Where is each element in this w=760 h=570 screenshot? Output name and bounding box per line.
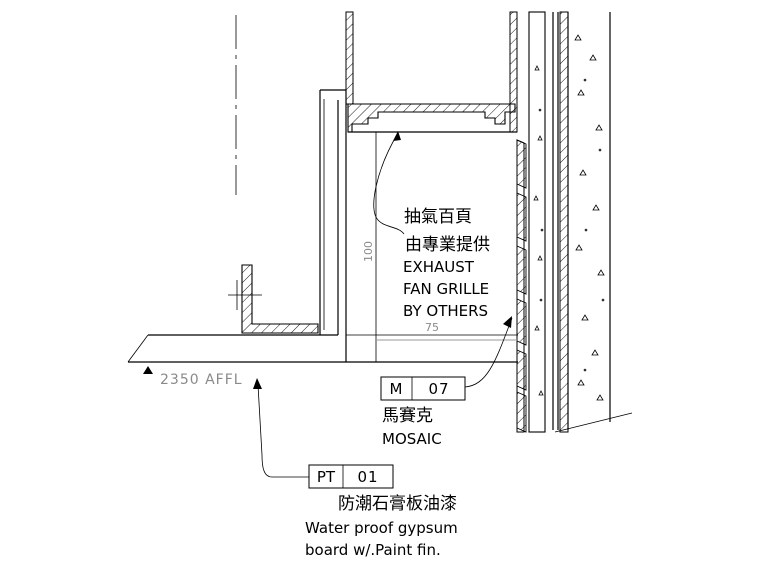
- dimension-horizontal-value: 75: [425, 321, 439, 334]
- grille-note: 抽氣百頁 由專業提供 EXHAUST FAN GRILLE BY OTHERS: [403, 207, 490, 320]
- grille-note-en-2: FAN GRILLE: [403, 280, 489, 298]
- concrete-stipple: [533, 34, 605, 401]
- mosaic-tag: M 07 馬賽克 MOSAIC: [380, 376, 466, 448]
- grille-note-cn-1: 抽氣百頁: [404, 207, 472, 227]
- mosaic-label-cn: 馬賽克: [382, 405, 433, 426]
- bulkhead-box: [319, 89, 518, 362]
- mosaic-tag-number: 07: [428, 380, 449, 398]
- level-text: 2350 AFFL: [160, 372, 243, 388]
- gypsum-ceiling-board: [127, 100, 518, 363]
- mosaic-label-en: MOSAIC: [382, 430, 442, 448]
- level-marker: 2350 AFFL: [143, 366, 243, 388]
- paint-tag-code: PT: [317, 468, 336, 486]
- exhaust-duct: [345, 11, 518, 362]
- mosaic-tag-code: M: [390, 380, 403, 398]
- leader-lines: [253, 131, 513, 478]
- paint-label-en-2: board w/.Paint fin.: [305, 541, 441, 559]
- paint-label-en-1: Water proof gypsum: [305, 519, 458, 537]
- paint-tag: PT 01 防潮石膏板油漆 Water proof gypsum board w…: [305, 464, 458, 559]
- steel-angle-bracket: [228, 264, 319, 334]
- mosaic-tiles: [516, 139, 527, 433]
- wall-section: [528, 11, 633, 433]
- paint-label-cn: 防潮石膏板油漆: [338, 493, 457, 514]
- grille-note-en-3: BY OTHERS: [403, 302, 488, 320]
- grille-note-en-1: EXHAUST: [403, 258, 475, 276]
- dimension-vertical-value: 100: [362, 241, 375, 262]
- dimension-horizontal: 75: [376, 321, 518, 341]
- dimension-vertical: 100: [362, 241, 375, 262]
- paint-tag-number: 01: [357, 468, 378, 486]
- grille-note-cn-2: 由專業提供: [405, 235, 490, 255]
